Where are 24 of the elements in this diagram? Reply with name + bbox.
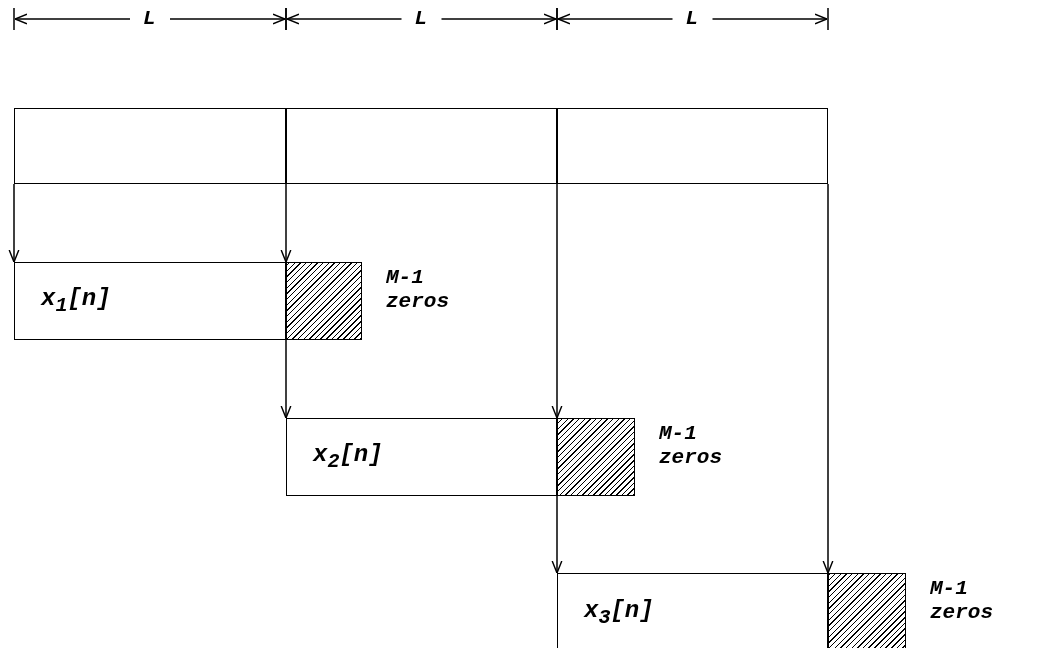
signal-block — [557, 573, 828, 648]
signal-label: x$_{1}$[n] — [41, 285, 111, 317]
hatched-box — [286, 262, 362, 340]
signal-label: x$_{2}$[n] — [313, 441, 383, 473]
segment-box — [286, 108, 557, 184]
arrow — [551, 495, 563, 574]
hatched-box — [828, 573, 906, 648]
zeros-note: M-1 zeros — [386, 266, 450, 314]
arrow — [8, 183, 20, 263]
segment-box — [14, 108, 286, 184]
zeros-note: M-1 zeros — [930, 577, 994, 625]
arrow — [551, 183, 563, 419]
segment-box — [557, 108, 828, 184]
zeros-note: M-1 zeros — [659, 422, 723, 470]
dimension-label: L — [414, 7, 428, 31]
signal-block — [286, 418, 557, 496]
arrow — [822, 183, 834, 574]
arrow — [280, 339, 292, 419]
signal-block — [14, 262, 286, 340]
signal-label: x$_{3}$[n] — [584, 597, 654, 629]
hatched-box — [557, 418, 635, 496]
dimension-label: L — [685, 7, 699, 31]
dimension-label: L — [143, 7, 156, 31]
arrow — [280, 183, 292, 263]
